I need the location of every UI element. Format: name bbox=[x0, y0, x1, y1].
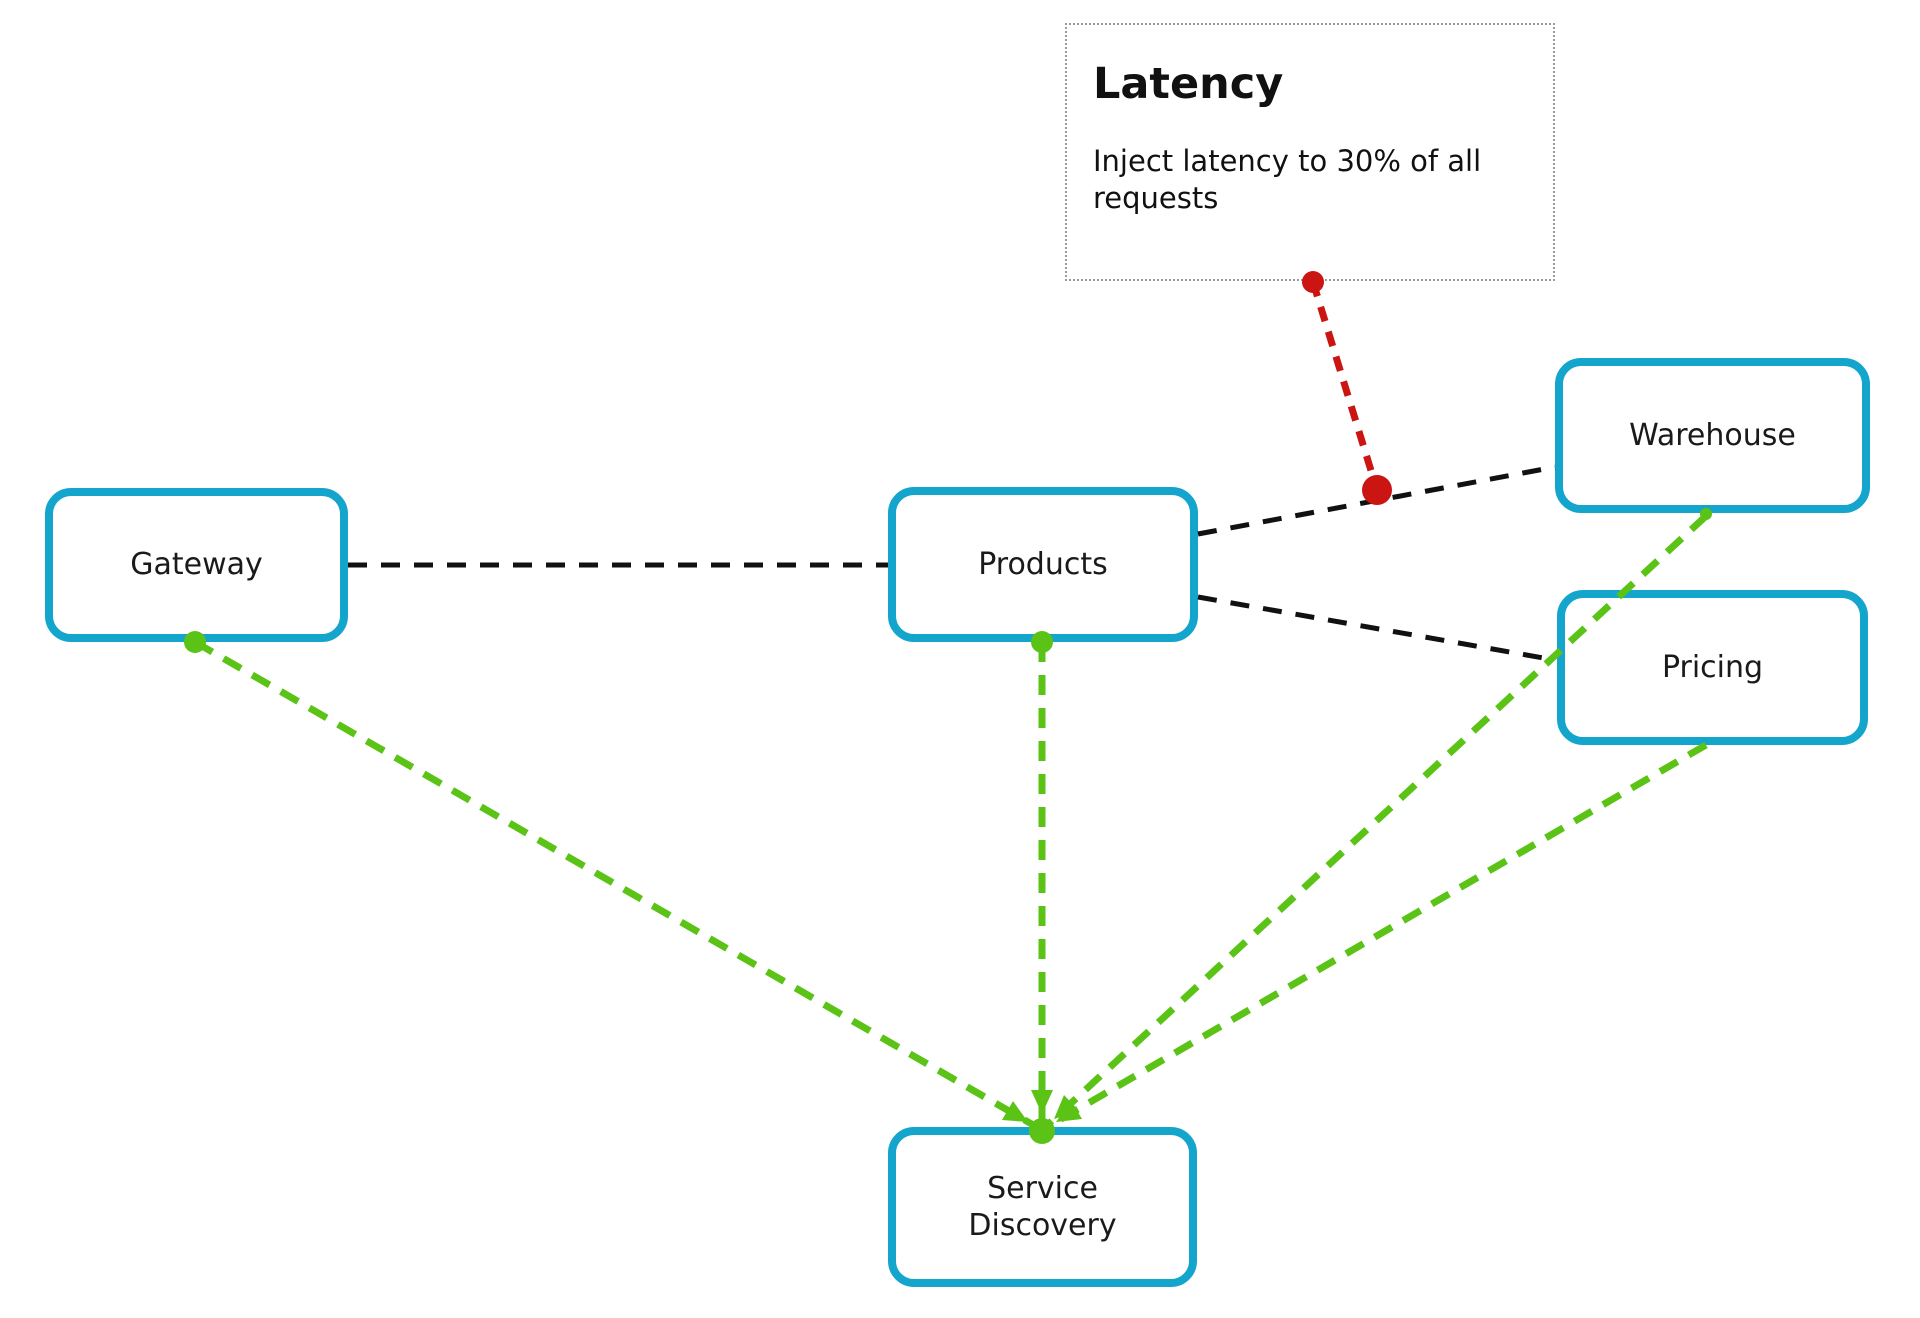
edge-products-pricing bbox=[1197, 594, 1556, 663]
node-service-discovery[interactable]: Service Discovery bbox=[888, 1127, 1197, 1287]
arrowhead-gateway-to-discovery-icon bbox=[1002, 1101, 1028, 1122]
edge-gateway-service-discovery bbox=[193, 638, 1044, 1134]
node-gateway[interactable]: Gateway bbox=[45, 488, 348, 642]
fault-annotation-description: Inject latency to 30% of all requests bbox=[1093, 144, 1482, 216]
arrowhead-products-to-discovery-icon bbox=[1031, 1090, 1053, 1114]
node-gateway-label: Gateway bbox=[130, 547, 263, 583]
node-service-discovery-label: Service Discovery bbox=[968, 1170, 1117, 1244]
fault-pin-annotation-dot[interactable] bbox=[1302, 271, 1324, 293]
edge-pricing-service-discovery bbox=[1040, 741, 1708, 1134]
node-pricing[interactable]: Pricing bbox=[1557, 590, 1868, 745]
fault-annotation-card[interactable]: Latency Inject latency to 30% of all req… bbox=[1065, 23, 1555, 281]
fault-pin-link-dot[interactable] bbox=[1362, 475, 1392, 505]
fault-annotation-title: Latency bbox=[1093, 59, 1284, 109]
node-products-label: Products bbox=[978, 546, 1108, 582]
arrowhead-warehouse-to-discovery-icon bbox=[1054, 1095, 1079, 1119]
edge-fault-annotation-to-link bbox=[1309, 280, 1381, 492]
node-products[interactable]: Products bbox=[888, 487, 1198, 642]
node-warehouse-label: Warehouse bbox=[1629, 417, 1796, 453]
node-pricing-label: Pricing bbox=[1661, 649, 1764, 685]
node-warehouse[interactable]: Warehouse bbox=[1555, 358, 1870, 513]
arrowhead-pricing-to-discovery-icon bbox=[1056, 1100, 1082, 1122]
